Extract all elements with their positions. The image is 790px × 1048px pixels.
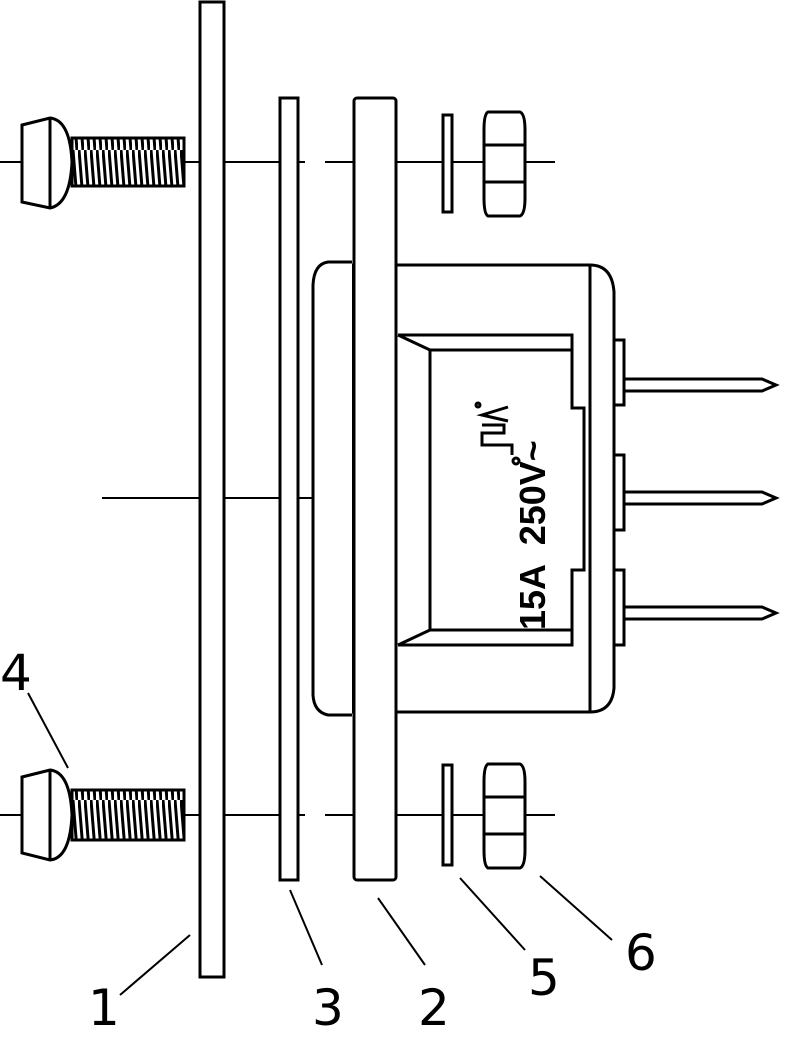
nut-upper [482,110,527,218]
leader-line-2 [377,897,426,966]
leader-line-6 [539,875,613,941]
module-body [311,96,616,882]
module-rear-housing [350,263,616,714]
cru-us-certification-mark-icon [474,401,521,466]
screw-upper-head [20,116,74,210]
washer-lower [441,763,454,867]
leader-line-5 [459,877,526,951]
rating-text: 15A 250V~ [512,440,553,630]
terminal-pin-lower [622,605,780,621]
washer-upper [441,113,454,214]
gasket [278,96,300,882]
screw-lower-head [20,768,74,862]
nut-lower [482,762,527,870]
callout-labels: 1 3 2 5 6 4 [0,644,657,1037]
leader-lines [27,692,613,996]
callout-3: 3 [312,979,344,1037]
rating-label-group: 15A 250V~ [512,440,553,630]
callout-2: 2 [418,979,450,1037]
screw-upper-shank [70,136,186,188]
callout-1: 1 [88,979,120,1037]
screw-lower [20,768,186,862]
callout-4: 4 [0,644,32,702]
terminal-pin-middle [622,490,780,506]
panel-plate [198,0,226,979]
terminal-pin-upper [622,377,780,393]
module-window-bottom-bevel [397,628,431,647]
leader-line-3 [289,889,323,966]
module-window-top-bevel [397,333,431,352]
module-window-outline [398,333,586,647]
leader-line-1 [119,934,191,996]
callout-6: 6 [625,924,657,982]
terminal-stub-upper [612,338,626,407]
callout-5: 5 [528,949,560,1007]
screw-lower-shank [70,788,186,842]
screw-upper [20,116,186,210]
module-flange [352,96,398,882]
leader-line-4 [27,692,69,769]
module-front-bezel [311,260,352,717]
terminal-pins [612,338,780,647]
